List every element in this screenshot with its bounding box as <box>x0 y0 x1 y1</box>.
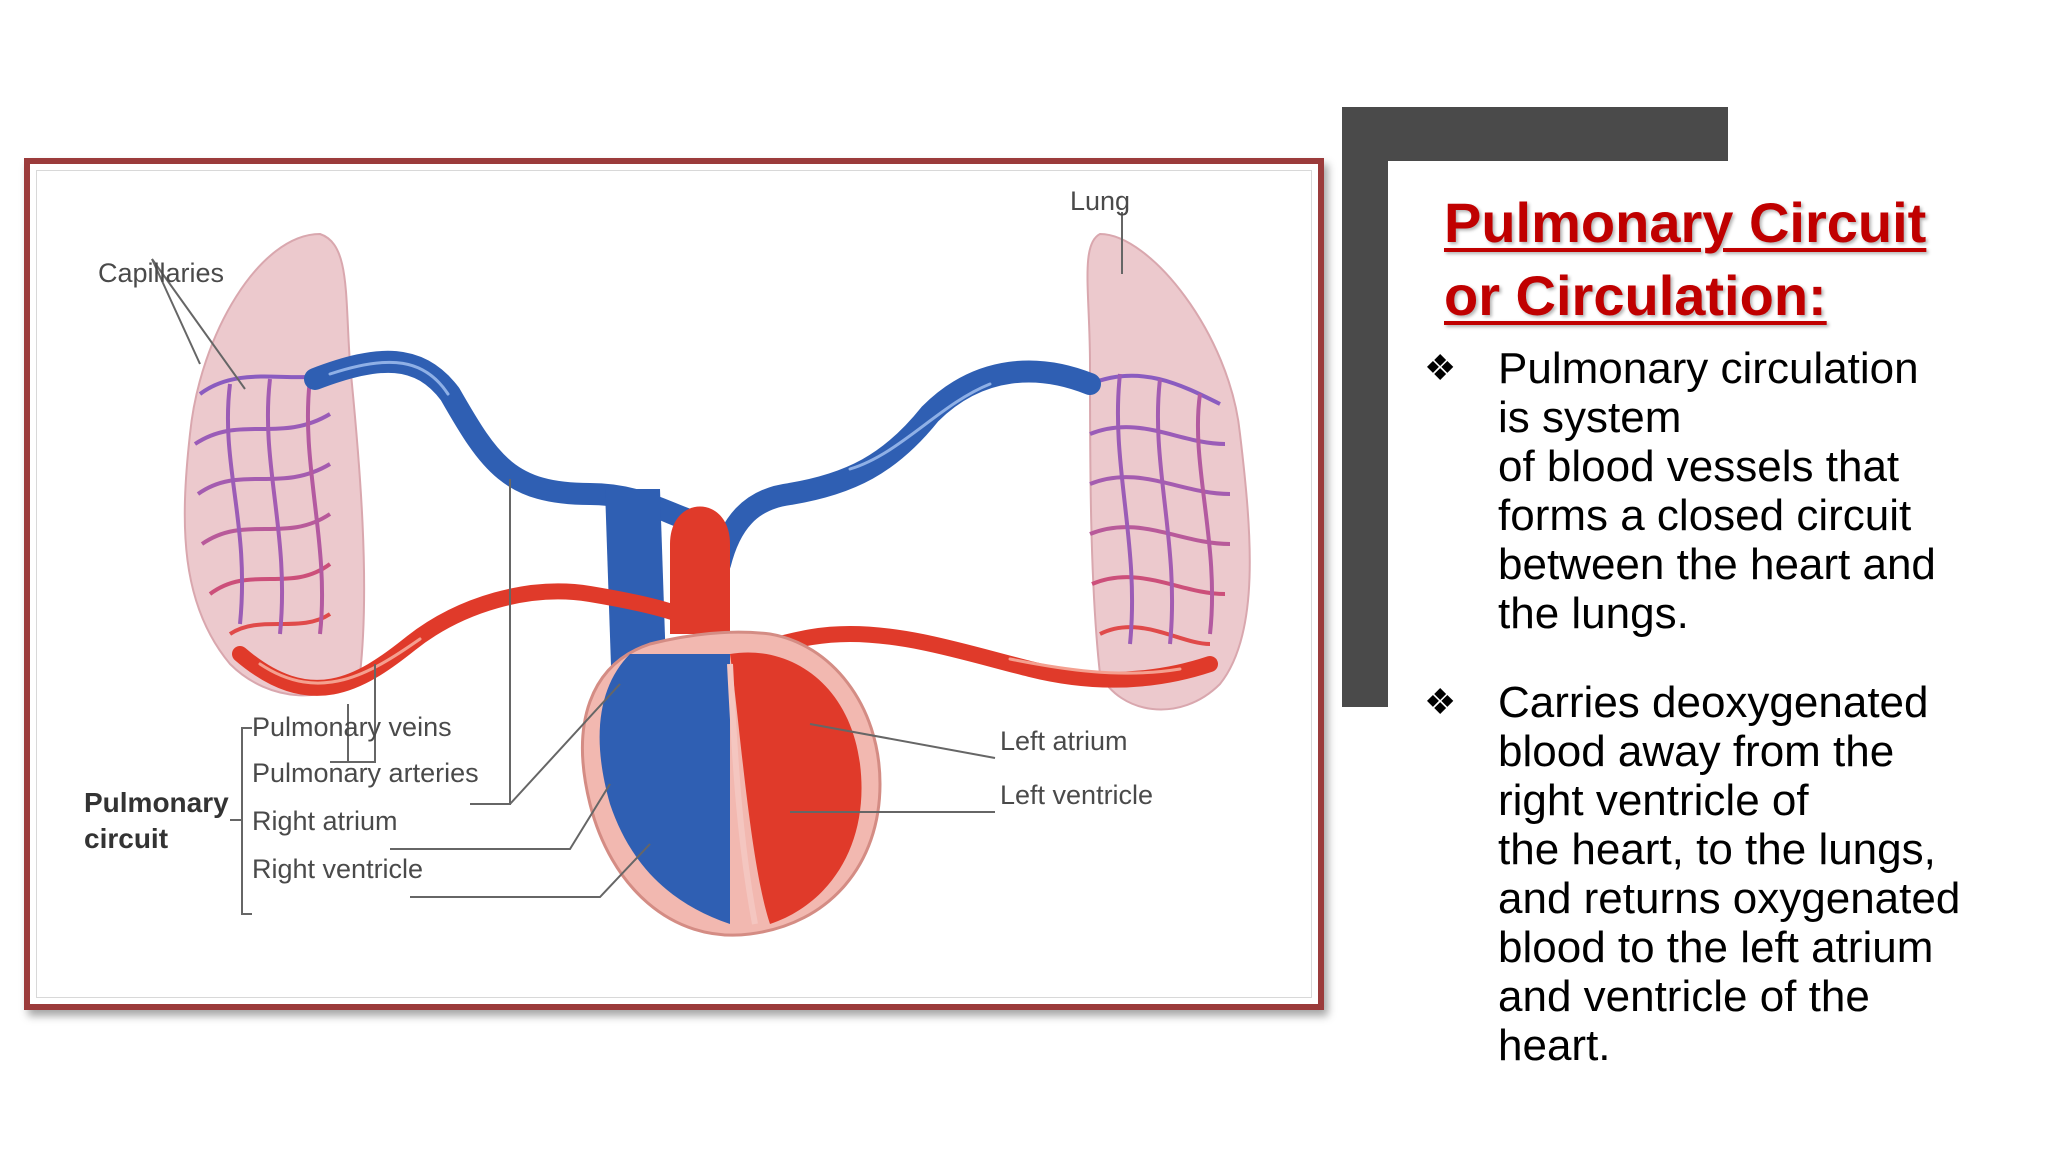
label-right-ventricle: Right ventricle <box>252 854 424 884</box>
label-lung: Lung <box>1070 186 1131 216</box>
label-circuit: circuit <box>84 823 169 854</box>
heart-septum <box>727 663 758 925</box>
decorative-bracket-side <box>1342 107 1388 707</box>
right-lung <box>1086 232 1251 711</box>
heading-line-2: or Circulation: <box>1444 264 1827 327</box>
pulmonary-veins <box>232 583 1218 696</box>
bullet-line: the lungs. <box>1498 589 1689 638</box>
bullet-line: heart. <box>1498 1021 1611 1070</box>
bullet-line: the heart, to the lungs, <box>1498 825 1936 874</box>
four-diamond-bullet-icon: ❖ <box>1424 681 1457 722</box>
bullet-line: between the heart and <box>1498 540 1936 589</box>
right-capillary-network <box>1089 373 1231 646</box>
bullet-line: is system <box>1498 393 1682 442</box>
label-right-atrium: Right atrium <box>252 806 398 836</box>
label-pulmonary-arteries: Pulmonary arteries <box>252 758 479 788</box>
left-lung <box>183 232 366 697</box>
slide-heading: Pulmonary Circuit or Circulation: <box>1444 186 2004 332</box>
label-pulmonary-circuit: Pulmonary <box>84 787 229 818</box>
diagram-inner-border <box>36 170 1312 998</box>
bullet-line: blood to the left atrium <box>1498 923 1934 972</box>
left-capillary-network <box>193 372 332 636</box>
label-left-atrium: Left atrium <box>1000 726 1128 756</box>
bullet-line: right ventricle of <box>1498 776 1809 825</box>
diagram-frame: Lung Capillaries Pulmonary circuit Pulmo… <box>24 158 1324 1010</box>
aorta-arch <box>670 506 730 634</box>
bullet-line: and returns oxygenated <box>1498 874 1961 923</box>
pulmonary-circuit-diagram <box>151 212 1251 937</box>
bullet-line: Carries deoxygenated <box>1498 678 1929 727</box>
heading-line-1: Pulmonary Circuit <box>1444 191 1927 254</box>
label-left-ventricle: Left ventricle <box>1000 780 1154 810</box>
four-diamond-bullet-icon: ❖ <box>1424 347 1457 388</box>
leader-lines <box>151 212 1123 915</box>
label-pulmonary-veins: Pulmonary veins <box>252 712 452 742</box>
bullet-line: and ventricle of the <box>1498 972 1870 1021</box>
bullet-line: forms a closed circuit <box>1498 491 1912 540</box>
heart-left-side <box>730 652 862 924</box>
label-capillaries: Capillaries <box>98 258 225 288</box>
decorative-bracket-top <box>1342 107 1728 161</box>
bullet-line: Pulmonary circulation <box>1498 344 1919 393</box>
heart-right-side <box>599 654 730 924</box>
bullet-line: blood away from the <box>1498 727 1895 776</box>
bullet-line: of blood vessels that <box>1498 442 1900 491</box>
